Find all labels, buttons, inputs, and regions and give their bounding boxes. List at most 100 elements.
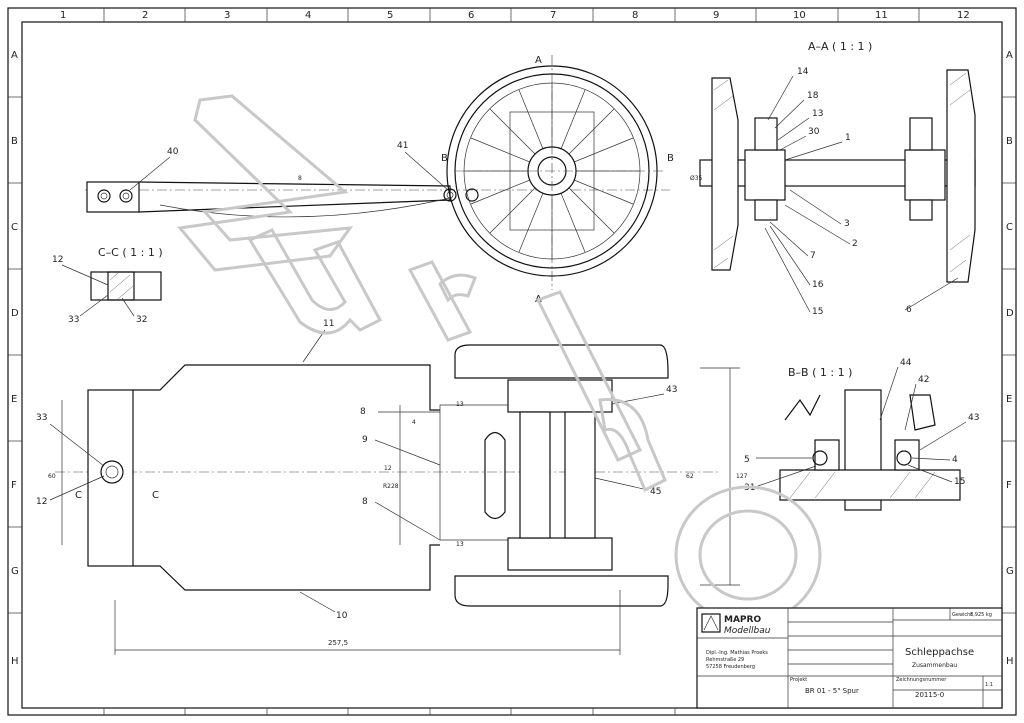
bb-label-5: 5 xyxy=(744,455,750,465)
project-label: Projekt xyxy=(790,677,807,683)
sheet-frame: 1 2 3 4 5 6 7 8 9 10 11 12 A B C D E F G… xyxy=(7,7,1017,716)
col-1: 1 xyxy=(60,10,66,21)
aa-label-7: 7 xyxy=(810,251,816,261)
section-aa-view: A–A ( 1 : 1 ) Ø35 14 18 13 30 1 3 2 7 16… xyxy=(690,40,976,317)
label-41: 41 xyxy=(397,141,408,151)
plan-view: 257,5 R228 60 12 62 127 13 13 4 C C 11 8… xyxy=(36,319,748,655)
drawing-subtitle: Zusammenbau xyxy=(912,662,957,669)
wheel-side-view: A A B B xyxy=(441,55,674,305)
col-10: 10 xyxy=(793,10,806,21)
dim-c1: 8 xyxy=(298,175,302,182)
cc-title: C–C ( 1 : 1 ) xyxy=(98,246,163,259)
plan-label-12: 12 xyxy=(36,497,47,507)
aa-label-14: 14 xyxy=(797,67,809,77)
aa-label-16: 16 xyxy=(812,280,824,290)
weight-label: Gewicht xyxy=(952,612,972,618)
bb-label-15: 15 xyxy=(954,477,965,487)
col-3: 3 xyxy=(224,10,230,21)
aa-label-15: 15 xyxy=(812,307,823,317)
cc-label-33: 33 xyxy=(68,315,79,325)
address-line-1: Dipl.-Ing. Mathias Proeks xyxy=(706,650,768,656)
address-line-2: Rehmstraße 29 xyxy=(706,657,744,663)
row-f-right: F xyxy=(1006,480,1012,491)
section-b-right: B xyxy=(667,153,674,164)
col-5: 5 xyxy=(387,10,393,21)
row-h-right: H xyxy=(1006,656,1014,667)
dim-small: 4 xyxy=(412,419,416,426)
row-f: F xyxy=(11,480,17,491)
bb-title: B–B ( 1 : 1 ) xyxy=(788,366,852,379)
aa-label-6: 6 xyxy=(906,305,912,315)
weight-value: 8,925 kg xyxy=(970,612,992,618)
dim-w3: 127 xyxy=(736,473,748,480)
dim-s1: 13 xyxy=(456,401,464,408)
row-b: B xyxy=(11,136,18,147)
dim-s2: 13 xyxy=(456,541,464,548)
dim-h-left: 60 xyxy=(48,473,56,480)
col-11: 11 xyxy=(875,10,888,21)
dim-radius: R228 xyxy=(383,483,399,490)
section-c-left: C xyxy=(75,490,82,501)
aa-label-13: 13 xyxy=(812,109,823,119)
aa-label-2: 2 xyxy=(852,239,858,249)
dim-d-axle: Ø35 xyxy=(690,175,703,182)
logo-modellbau: Modellbau xyxy=(724,626,771,636)
aa-label-3: 3 xyxy=(844,219,850,229)
plan-label-8b: 8 xyxy=(362,497,368,507)
drawing-title: Schleppachse xyxy=(905,647,974,658)
section-a-top: A xyxy=(535,55,542,66)
col-2: 2 xyxy=(142,10,148,21)
top-view: 40 41 8 xyxy=(85,141,670,218)
project-value: BR 01 - 5" Spur xyxy=(805,687,859,695)
row-a: A xyxy=(11,50,18,61)
plan-label-45: 45 xyxy=(650,487,661,497)
row-d: D xyxy=(11,308,19,319)
aa-title: A–A ( 1 : 1 ) xyxy=(808,40,872,53)
dim-overall: 257,5 xyxy=(328,639,348,647)
title-block: MAPRO Modellbau Dipl.-Ing. Mathias Proek… xyxy=(696,607,1003,709)
row-c: C xyxy=(11,222,18,233)
col-8: 8 xyxy=(632,10,638,21)
row-e: E xyxy=(11,394,17,405)
scale-value: 1:1 xyxy=(985,682,993,688)
bb-label-43: 43 xyxy=(968,413,979,423)
section-cc-view: C–C ( 1 : 1 ) 12 33 32 xyxy=(52,246,163,325)
col-7: 7 xyxy=(550,10,556,21)
plan-label-43: 43 xyxy=(666,385,677,395)
aa-label-1: 1 xyxy=(845,133,851,143)
aa-label-18: 18 xyxy=(807,91,819,101)
address-line-3: 57258 Freudenberg xyxy=(706,664,755,670)
cc-label-12: 12 xyxy=(52,255,63,265)
plan-label-11: 11 xyxy=(323,319,334,329)
col-4: 4 xyxy=(305,10,311,21)
plan-label-33: 33 xyxy=(36,413,47,423)
plan-label-8a: 8 xyxy=(360,407,366,417)
aa-label-30: 30 xyxy=(808,127,820,137)
dim-w1: 12 xyxy=(384,465,392,472)
section-c-right: C xyxy=(152,490,159,501)
watermark xyxy=(177,94,822,625)
bb-label-4: 4 xyxy=(952,455,958,465)
row-e-right: E xyxy=(1006,394,1012,405)
row-a-right: A xyxy=(1006,50,1013,61)
row-c-right: C xyxy=(1006,222,1013,233)
plan-label-10: 10 xyxy=(336,611,348,621)
drawing-no-value: 20115-0 xyxy=(915,691,944,699)
section-bb-view: B–B ( 1 : 1 ) 44 42 43 4 15 5 31 xyxy=(744,358,979,511)
col-6: 6 xyxy=(468,10,474,21)
label-40: 40 xyxy=(167,147,179,157)
dim-w2: 62 xyxy=(686,473,694,480)
bb-label-44: 44 xyxy=(900,358,912,368)
section-b-left: B xyxy=(441,153,448,164)
row-g-right: G xyxy=(1006,566,1014,577)
cc-label-32: 32 xyxy=(136,315,147,325)
row-d-right: D xyxy=(1006,308,1014,319)
row-g: G xyxy=(11,566,19,577)
row-b-right: B xyxy=(1006,136,1013,147)
plan-label-9: 9 xyxy=(362,435,368,445)
bb-label-42: 42 xyxy=(918,375,929,385)
row-h: H xyxy=(11,656,19,667)
col-9: 9 xyxy=(713,10,719,21)
col-12: 12 xyxy=(957,10,970,21)
